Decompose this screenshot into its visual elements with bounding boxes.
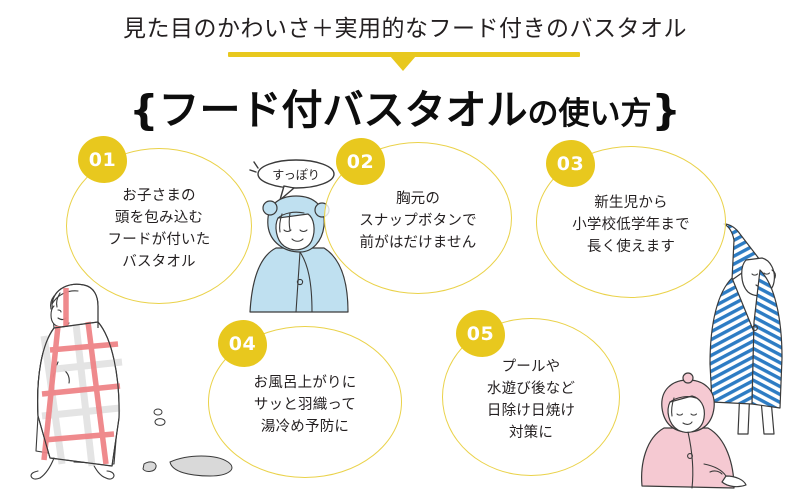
feature-text-02: 胸元の スナップボタンで 前がはだけません xyxy=(359,190,477,252)
illustration-water-drops xyxy=(153,408,166,426)
feature-bubble-01: お子さまの 頭を包み込む フードが付いた バスタオル xyxy=(66,148,252,304)
illustration-toddler-pink-hooded-towel xyxy=(641,372,747,489)
title-brace-close: } xyxy=(651,86,681,134)
title-underline xyxy=(228,52,580,57)
speech-bubble-text: すっぽり xyxy=(272,168,320,182)
feature-text-03: 新生児から 小学校低学年まで 長く使えます xyxy=(572,194,690,256)
title-brace-open: { xyxy=(129,86,159,134)
feature-badge-01: 01 xyxy=(78,136,127,183)
feature-text-05: プールや 水遊び後など 日除け日焼け 対策に xyxy=(486,358,576,442)
down-triangle-icon xyxy=(390,56,416,71)
speech-bubble: すっぽり xyxy=(249,159,335,201)
title-sub: の使い方 xyxy=(527,96,652,132)
feature-badge-03: 03 xyxy=(546,140,595,187)
page-title: {フード付バスタオルの使い方} xyxy=(0,76,810,136)
feature-badge-05: 05 xyxy=(456,310,505,357)
feature-badge-02: 02 xyxy=(336,138,385,185)
subtitle: 見た目のかわいさ＋実用的なフード付きのバスタオル xyxy=(123,16,687,42)
feature-text-01: お子さまの 頭を包み込む フードが付いた バスタオル xyxy=(107,187,211,271)
title-main: フード付バスタオル xyxy=(158,86,528,134)
feature-badge-04: 04 xyxy=(218,320,267,367)
feature-text-04: お風呂上がりに サッと羽織って 湯冷め予防に xyxy=(253,374,357,436)
